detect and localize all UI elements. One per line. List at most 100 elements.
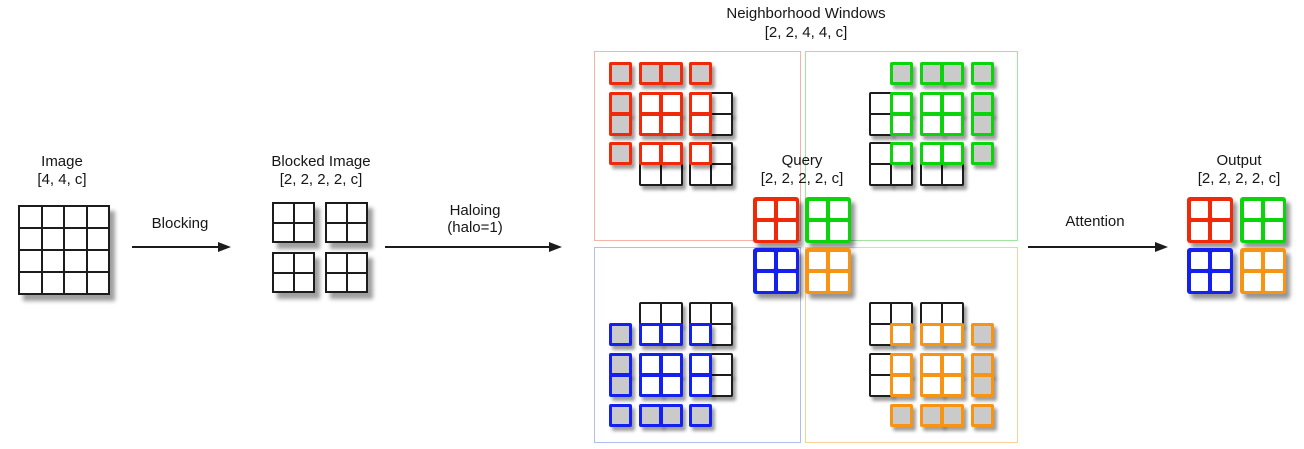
blocking-arrow-head-icon (218, 242, 231, 252)
neighbor-block-cell (689, 302, 712, 325)
orange-window-cell (890, 353, 913, 376)
output-block-orange-cell (1243, 272, 1262, 291)
blocked-image-block-1-cell (347, 204, 366, 222)
neighbor-block-cell (920, 163, 943, 186)
blue-window-cell (660, 323, 683, 346)
output-block-blue-cell (1211, 272, 1230, 291)
query-block-green-cell (829, 221, 848, 240)
red-window-cell (639, 113, 662, 136)
red-window-cell (689, 113, 712, 136)
image-grid-cell (65, 229, 86, 249)
blocked-image-block-0-cell (294, 204, 313, 222)
output-block-red-cell (1211, 221, 1230, 240)
blocked-image-block-0-cell (274, 204, 293, 222)
blue-window-cell (660, 353, 683, 376)
blue-halo-cell (609, 353, 632, 376)
blocked-image-block-1-cell (347, 223, 366, 241)
query-block-blue (753, 248, 799, 294)
orange-halo-cell (971, 323, 994, 346)
blocked-image-block-3-cell (347, 273, 366, 291)
output-shape-label: [2, 2, 2, 2, c] (1197, 170, 1281, 187)
image-shape-label: [4, 4, c] (37, 171, 87, 188)
blocking-arrow-line (132, 246, 218, 248)
blocked-image-block-3 (325, 252, 368, 293)
blocked-image-block-0-cell (274, 223, 293, 241)
image-grid-cell (20, 207, 41, 227)
green-window-cell (920, 142, 943, 165)
blocked-image-block-2 (272, 252, 315, 293)
orange-halo-cell (890, 404, 913, 427)
green-halo-cell (890, 62, 913, 85)
output-block-green-cell (1243, 200, 1262, 219)
neighbor-block-cell (869, 163, 892, 186)
image-grid-cell (20, 251, 41, 271)
neighbor-block-cell (869, 92, 892, 115)
red-window-cell (639, 142, 662, 165)
blocked-image-block-2-cell (294, 254, 313, 272)
blue-halo-cell (609, 404, 632, 427)
green-window-cell (920, 92, 943, 115)
orange-window-cell (920, 323, 943, 346)
attention-arrow-label: Attention (1065, 213, 1125, 230)
blocked-image-block-2-cell (274, 273, 293, 291)
haloing-arrow-line (385, 246, 549, 248)
neighbor-block-cell (869, 142, 892, 165)
image-grid-cell (42, 273, 63, 293)
blocked-image-block-1 (325, 202, 368, 243)
output-block-orange-cell (1264, 272, 1283, 291)
image-grid-cell (87, 273, 108, 293)
image-grid-cell (65, 273, 86, 293)
red-halo-cell (609, 142, 632, 165)
neighborhood-box-bottom-right (805, 247, 1018, 443)
blocked-image-block-1-cell (327, 223, 346, 241)
neighbor-block-cell (710, 113, 733, 136)
green-window-cell (890, 142, 913, 165)
neighbor-block-cell (639, 163, 662, 186)
blue-window-cell (689, 323, 712, 346)
neighborhood-windows-shape-label: [2, 2, 4, 4, c] (764, 24, 848, 41)
query-block-blue-cell (756, 251, 775, 270)
orange-window-cell (941, 374, 964, 397)
blue-window-cell (639, 374, 662, 397)
image-grid-cell (87, 207, 108, 227)
query-block-red-cell (777, 221, 796, 240)
haloing-arrow-label: Haloing (449, 202, 501, 219)
orange-halo-cell (971, 374, 994, 397)
neighbor-block-cell (660, 163, 683, 186)
image-grid (18, 205, 110, 295)
blocked-image-title: Blocked Image (271, 153, 371, 170)
neighbor-block-cell (710, 92, 733, 115)
neighbor-block-cell (710, 323, 733, 346)
query-block-red (753, 197, 799, 243)
blue-halo-cell (689, 404, 712, 427)
neighbor-block-cell (710, 302, 733, 325)
red-halo-cell (660, 62, 683, 85)
blue-window-cell (689, 353, 712, 376)
blue-window-cell (639, 323, 662, 346)
blocked-image-block-2-cell (274, 254, 293, 272)
red-window-cell (660, 113, 683, 136)
green-halo-cell (971, 92, 994, 115)
orange-window-cell (941, 353, 964, 376)
neighbor-block-cell (869, 302, 892, 325)
output-block-blue-cell (1190, 251, 1209, 270)
blocked-image-block-0-cell (294, 223, 313, 241)
query-block-orange-cell (829, 251, 848, 270)
orange-window-cell (941, 323, 964, 346)
green-halo-cell (971, 142, 994, 165)
green-halo-cell (971, 113, 994, 136)
image-grid-cell (42, 207, 63, 227)
blue-window-cell (689, 374, 712, 397)
neighbor-block-cell (869, 374, 892, 397)
orange-window-cell (920, 374, 943, 397)
neighbor-block-cell (890, 302, 913, 325)
image-grid-cell (20, 273, 41, 293)
neighbor-block-cell (710, 163, 733, 186)
query-block-orange-cell (808, 272, 827, 291)
output-block-red (1187, 197, 1233, 243)
blocked-image-shape-label: [2, 2, 2, 2, c] (279, 171, 363, 188)
neighbor-block-cell (920, 302, 943, 325)
green-window-cell (941, 142, 964, 165)
output-block-green (1240, 197, 1286, 243)
